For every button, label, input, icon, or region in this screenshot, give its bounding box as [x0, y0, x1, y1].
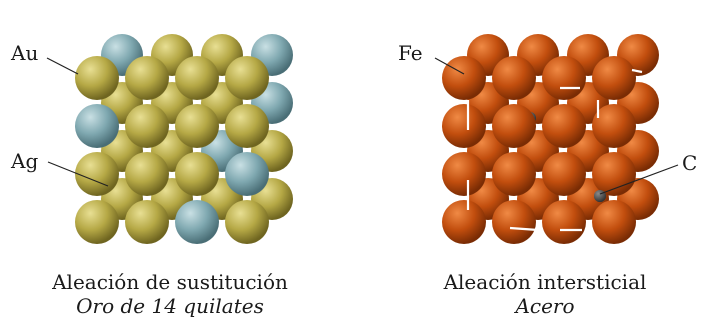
ag-atom [75, 104, 119, 148]
au-atom [125, 104, 169, 148]
au-atom [75, 152, 119, 196]
au-atom [75, 200, 119, 244]
fe-atom [542, 104, 586, 148]
au-atom [75, 56, 119, 100]
fe-atom [442, 56, 486, 100]
au-atom [175, 56, 219, 100]
fe-atom [442, 104, 486, 148]
ag-atom [175, 200, 219, 244]
au-atom [225, 104, 269, 148]
substitutional-caption: Aleación de sustitución Oro de 14 quilat… [20, 270, 320, 318]
substitutional-caption-title: Aleación de sustitución [52, 270, 288, 294]
interstitial-caption: Aleación intersticial Acero [410, 270, 680, 318]
fe-atom [542, 56, 586, 100]
fe-atom [442, 152, 486, 196]
au-label: Au [11, 43, 38, 63]
fe-atom [492, 200, 536, 244]
unit-cell-edge [650, 236, 658, 240]
fe-atom [542, 152, 586, 196]
interstitial-caption-title: Aleación intersticial [444, 270, 647, 294]
gold-silver-atoms [75, 34, 293, 244]
fe-atom [442, 200, 486, 244]
interstitial-alloy-panel: Fe C Aleación intersticial Acero [360, 0, 723, 321]
au-atom [125, 152, 169, 196]
au-atom [125, 56, 169, 100]
au-atom [175, 152, 219, 196]
fe-atom [492, 152, 536, 196]
fe-atom [592, 200, 636, 244]
fe-atom [592, 56, 636, 100]
fe-atom [492, 104, 536, 148]
iron-carbon-atoms [442, 34, 659, 244]
fe-label: Fe [398, 43, 423, 63]
substitutional-caption-subtitle: Oro de 14 quilates [20, 294, 320, 318]
interstitial-caption-subtitle: Acero [410, 294, 680, 318]
fe-atom [492, 56, 536, 100]
au-atom [175, 104, 219, 148]
fe-atom [542, 200, 586, 244]
au-atom [125, 200, 169, 244]
ag-atom [225, 152, 269, 196]
substitutional-alloy-panel: Au Ag Aleación de sustitución Oro de 14 … [0, 0, 360, 321]
c-label: C [682, 153, 697, 173]
au-atom [225, 56, 269, 100]
au-atom [225, 200, 269, 244]
ag-label: Ag [11, 151, 38, 171]
au-leader-line [47, 58, 78, 74]
